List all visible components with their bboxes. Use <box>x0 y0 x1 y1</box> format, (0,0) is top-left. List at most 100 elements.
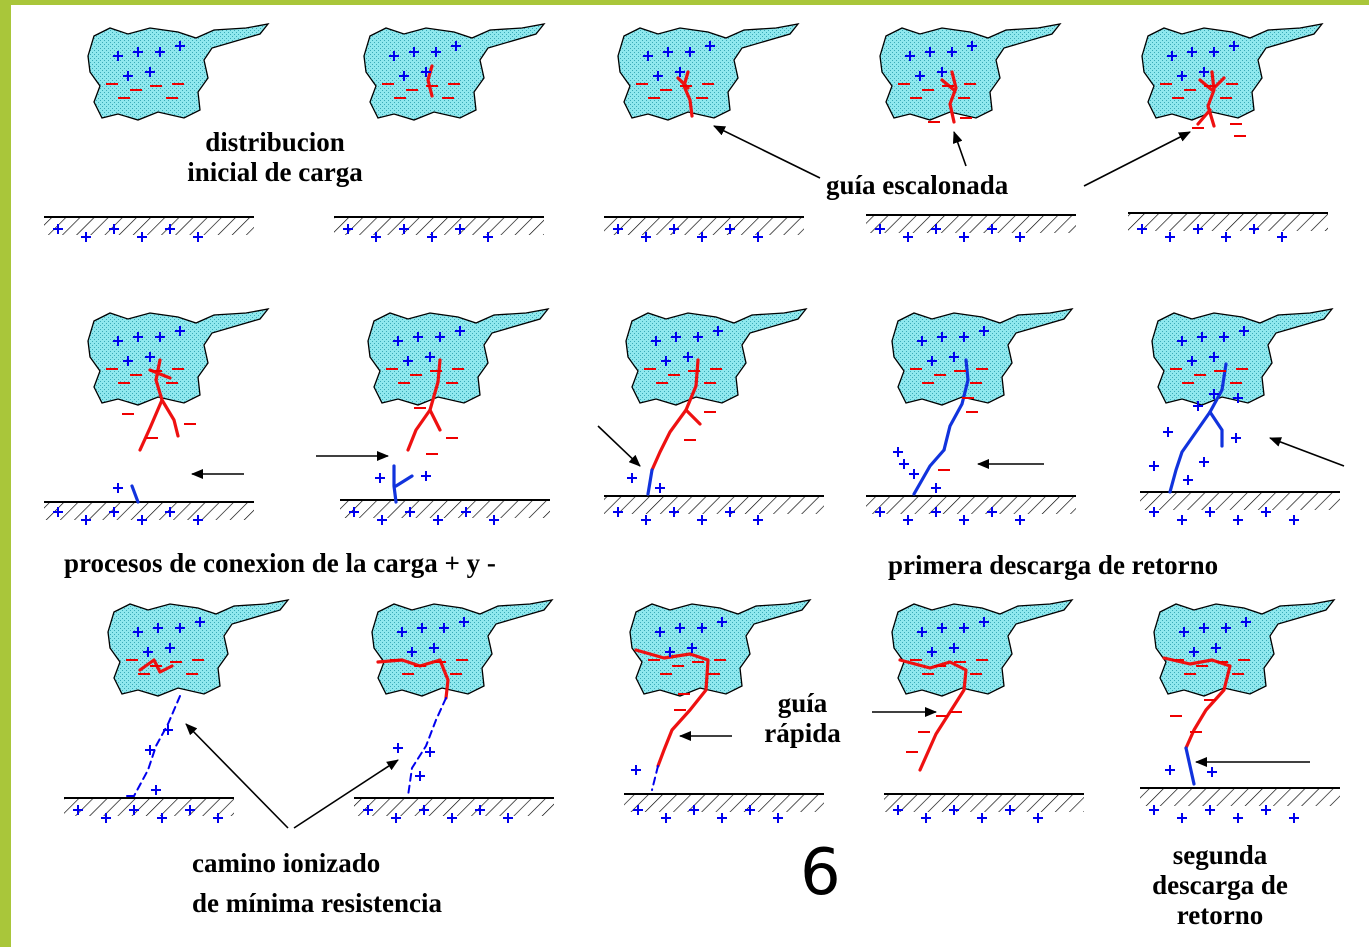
positive-charge-icon <box>349 507 359 517</box>
positive-charge-icon <box>375 473 385 483</box>
leader-line <box>1184 746 1196 786</box>
positive-charge-icon <box>669 507 679 517</box>
positive-charge-icon <box>655 483 665 493</box>
positive-charge-icon <box>195 617 205 627</box>
positive-charge-icon <box>175 326 185 336</box>
positive-charge-icon <box>413 332 423 342</box>
leader-line <box>1162 656 1232 750</box>
cloud-icon <box>87 23 270 121</box>
positive-charge-icon <box>689 805 699 815</box>
positive-charge-icon <box>685 47 695 57</box>
positive-charge-icon <box>1233 393 1243 403</box>
positive-charge-icon <box>151 785 161 795</box>
ground-hatch <box>44 502 254 520</box>
cloud-icon <box>879 23 1062 121</box>
positive-charge-icon <box>431 47 441 57</box>
positive-charge-icon <box>377 515 387 525</box>
positive-charge-icon <box>651 336 661 346</box>
positive-charge-icon <box>1221 232 1231 242</box>
label-dart-leader-line2: rápida <box>764 718 841 748</box>
positive-charge-icon <box>123 356 133 366</box>
arrow-icon <box>713 125 821 179</box>
positive-charge-icon <box>697 515 707 525</box>
positive-charge-icon <box>947 47 957 57</box>
ground-hatch-icon <box>604 495 824 514</box>
positive-charge-icon <box>1033 813 1043 823</box>
positive-charge-icon <box>613 224 623 234</box>
positive-charge-icon <box>1289 813 1299 823</box>
positive-charge-icon <box>967 41 977 51</box>
positive-charge-icon <box>153 623 163 633</box>
positive-charge-icon <box>903 515 913 525</box>
positive-charge-icon <box>687 643 697 653</box>
positive-charge-icon <box>1209 352 1219 362</box>
positive-charge-icon <box>1167 51 1177 61</box>
positive-charge-icon <box>489 515 499 525</box>
positive-charge-icon <box>123 71 133 81</box>
positive-charge-icon <box>393 336 403 346</box>
positive-charge-icon <box>419 805 429 815</box>
ground-hatch <box>1140 788 1340 806</box>
positive-charge-icon <box>893 447 903 457</box>
positive-charge-icon <box>421 67 431 77</box>
positive-charge-icon <box>405 507 415 517</box>
page-number: 6 <box>800 836 841 910</box>
ionized-path-line <box>651 765 659 791</box>
label-second-return-stroke-line2: descarga de <box>1152 870 1288 900</box>
positive-charge-icon <box>415 771 425 781</box>
positive-charge-icon <box>1137 224 1147 234</box>
positive-charge-icon <box>1177 336 1187 346</box>
positive-charge-icon <box>1249 224 1259 234</box>
positive-charge-icon <box>1229 41 1239 51</box>
label-second-return-stroke-line3: retorno <box>1176 900 1264 930</box>
positive-charge-icon <box>145 67 155 77</box>
leader-line <box>650 358 700 472</box>
leader-line <box>634 648 710 768</box>
ground-hatch <box>866 496 1076 514</box>
label-dart-leader: guía rápida <box>755 688 850 748</box>
positive-charge-icon <box>145 352 155 362</box>
positive-charge-icon <box>675 67 685 77</box>
ionized-path-line <box>407 697 447 797</box>
positive-charge-icon <box>113 483 123 493</box>
ground-hatch <box>334 217 544 235</box>
ground-hatch <box>1128 213 1328 231</box>
cloud-icon <box>1153 599 1336 697</box>
positive-charge-icon <box>1165 765 1175 775</box>
positive-charge-icon <box>129 805 139 815</box>
positive-charge-icon <box>503 813 513 823</box>
left-accent-bar <box>0 0 11 947</box>
positive-charge-icon <box>1197 332 1207 342</box>
positive-charge-icon <box>155 332 165 342</box>
positive-charge-icon <box>693 332 703 342</box>
positive-charge-icon <box>363 805 373 815</box>
positive-charge-icon <box>745 805 755 815</box>
positive-charge-icon <box>397 627 407 637</box>
positive-charge-icon <box>213 813 223 823</box>
positive-charge-icon <box>661 813 671 823</box>
positive-charge-icon <box>697 232 707 242</box>
cloud-icon <box>891 599 1074 697</box>
positive-charge-icon <box>389 51 399 61</box>
positive-charge-icon <box>483 232 493 242</box>
positive-charge-icon <box>165 507 175 517</box>
positive-charge-icon <box>717 617 727 627</box>
positive-charge-icon <box>875 224 885 234</box>
positive-charge-icon <box>73 805 83 815</box>
leader-line <box>394 474 414 488</box>
positive-charge-icon <box>927 356 937 366</box>
cloud-shape <box>107 599 290 697</box>
ground-hatch-icon <box>604 216 804 235</box>
ground-hatch <box>866 215 1076 233</box>
positive-charge-icon <box>109 224 119 234</box>
positive-charge-icon <box>455 326 465 336</box>
leader-line <box>428 408 442 432</box>
positive-charge-icon <box>655 627 665 637</box>
positive-charge-icon <box>343 224 353 234</box>
positive-charge-icon <box>631 765 641 775</box>
positive-charge-icon <box>439 623 449 633</box>
leader-line <box>160 398 180 438</box>
positive-charge-icon <box>643 51 653 61</box>
positive-charge-icon <box>371 232 381 242</box>
positive-charge-icon <box>1199 623 1209 633</box>
